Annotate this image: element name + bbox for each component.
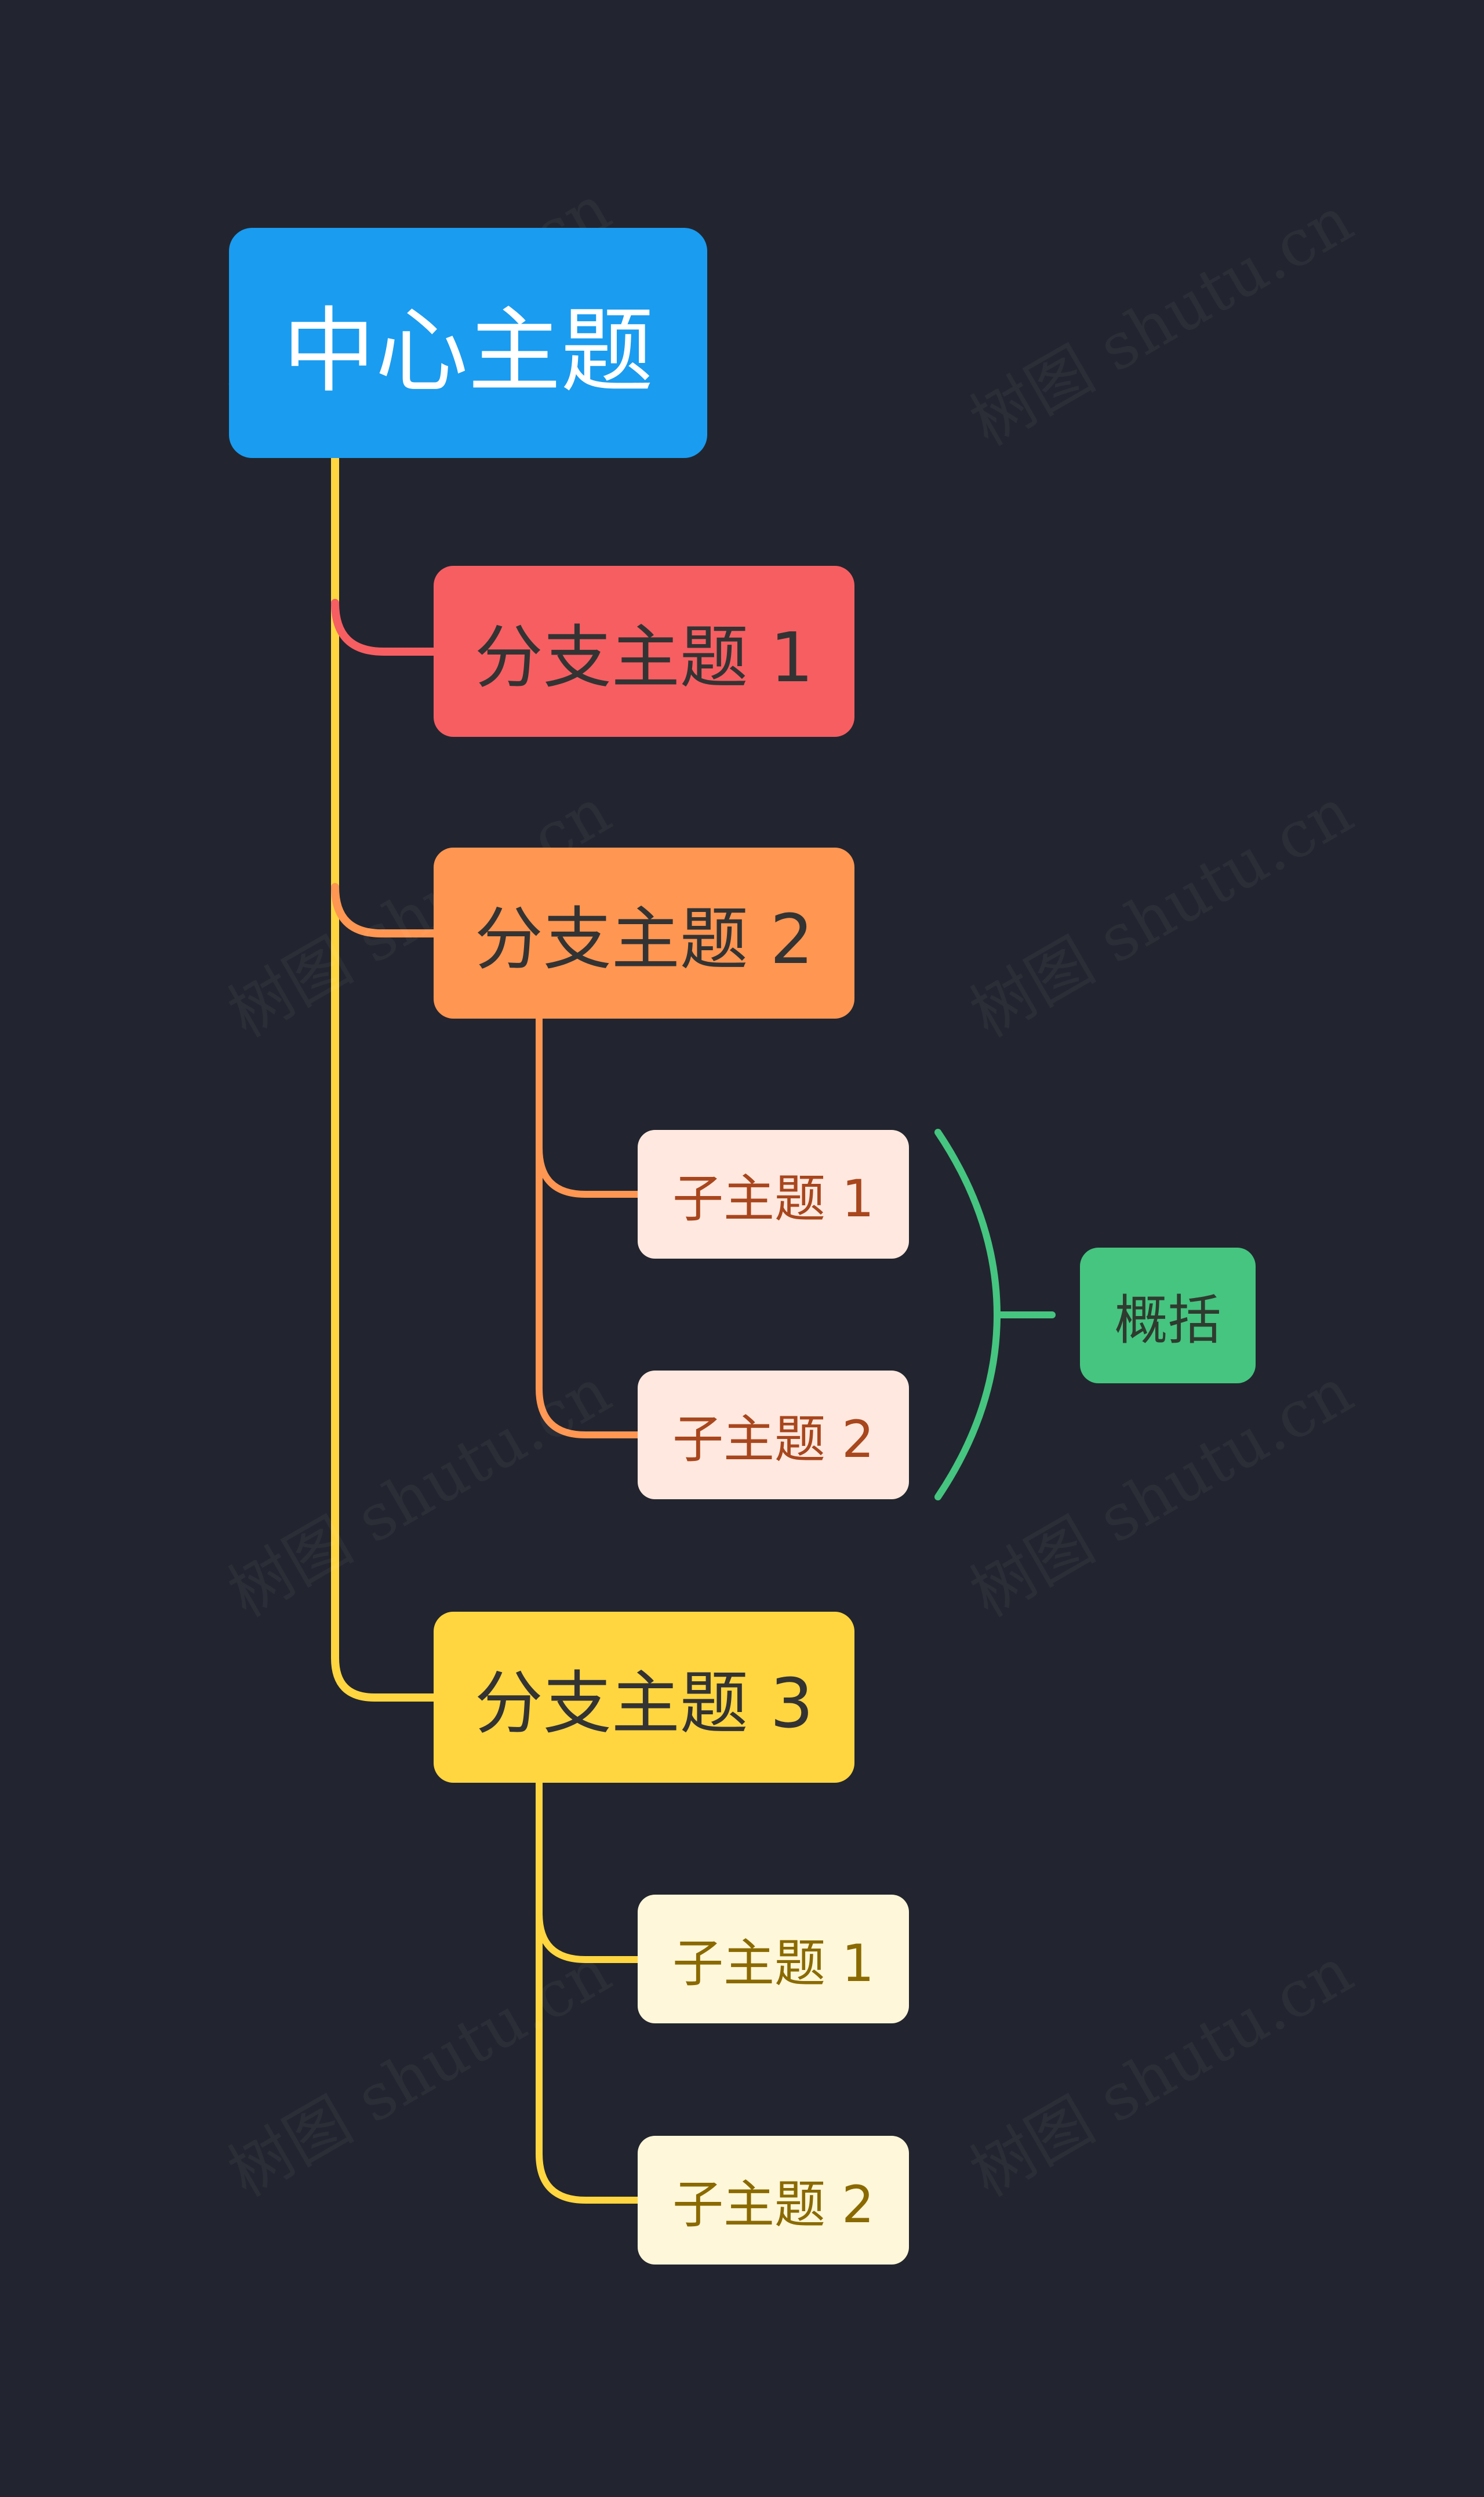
branch-2-sub-connector bbox=[536, 1015, 641, 1198]
central-topic[interactable]: 中心主题 bbox=[229, 228, 707, 458]
subtopic-b3-2[interactable]: 子主题 2 bbox=[638, 2136, 909, 2265]
subtopic-label: 子主题 2 bbox=[672, 2174, 874, 2234]
branch-topic-label: 分支主题 2 bbox=[474, 899, 814, 979]
branch-3-sub-connector bbox=[536, 1910, 641, 2204]
subtopic-b2-1[interactable]: 子主题 1 bbox=[638, 1130, 909, 1259]
summary-topic[interactable]: 概括 bbox=[1080, 1248, 1256, 1383]
branch-3-sub-connector bbox=[536, 1779, 641, 1963]
branch-2-sub-connector bbox=[536, 1144, 641, 1438]
branch-topic-1[interactable]: 分支主题 1 bbox=[434, 566, 854, 737]
branch-topic-2[interactable]: 分支主题 2 bbox=[434, 848, 854, 1019]
subtopic-b3-1[interactable]: 子主题 1 bbox=[638, 1895, 909, 2023]
subtopic-label: 子主题 1 bbox=[672, 1168, 874, 1228]
subtopic-label: 子主题 2 bbox=[672, 1409, 874, 1469]
central-topic-label: 中心主题 bbox=[282, 296, 654, 405]
branch-2-connector bbox=[331, 883, 438, 937]
trunk-line bbox=[331, 454, 438, 1702]
summary-label: 概括 bbox=[1114, 1289, 1221, 1351]
subtopic-label: 子主题 1 bbox=[672, 1933, 874, 1993]
branch-1-connector bbox=[331, 599, 438, 656]
summary-bracket bbox=[934, 1129, 1001, 1500]
branch-topic-3[interactable]: 分支主题 3 bbox=[434, 1612, 854, 1783]
subtopic-b2-2[interactable]: 子主题 2 bbox=[638, 1371, 909, 1499]
branch-topic-label: 分支主题 3 bbox=[474, 1663, 814, 1743]
branch-topic-label: 分支主题 1 bbox=[474, 617, 814, 697]
